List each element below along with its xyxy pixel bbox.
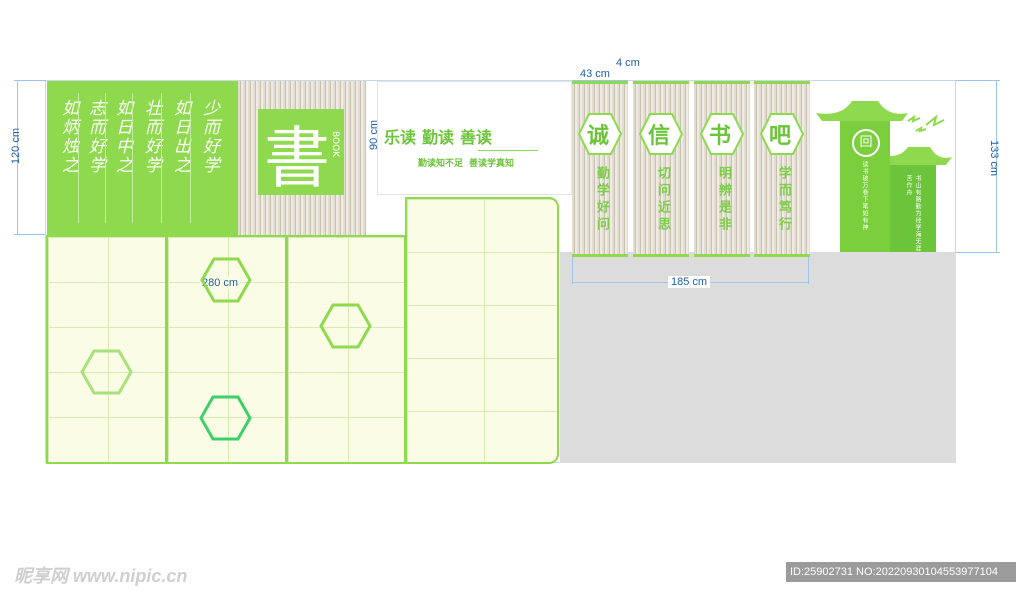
dim-line-right [996, 80, 997, 252]
poem-column: 壮而好学 [141, 99, 161, 175]
dim-height-left: 120 cm [10, 128, 22, 165]
banner: 吧 学而笃行 [754, 81, 810, 257]
banner-char: 吧 [769, 124, 792, 149]
book-sub: BOOK [330, 131, 340, 158]
dim-width-bottom: 280 cm [200, 277, 241, 289]
dim-line-left [17, 80, 18, 234]
poem-panel: 少而好学 如日出之 壮而好学 如日中之 志而好学 如炳烛之 [47, 81, 238, 235]
emblem-icon: 回 [852, 129, 880, 157]
pagoda-illustration [816, 101, 952, 252]
slogan-item: 乐读 [384, 128, 417, 147]
dim-tick [956, 252, 1000, 253]
dim-banners-width: 185 cm [668, 276, 711, 288]
dim-panel-width: 43 cm [580, 68, 610, 80]
hexagon-frame-icon [638, 113, 684, 155]
banner-char: 诚 [587, 124, 610, 149]
grid-panel-2 [166, 235, 287, 464]
dim-tick [572, 252, 573, 284]
banner-sub: 勤学好问 [594, 166, 609, 234]
book-sign: 書 BOOK [258, 109, 344, 197]
hexagon-frame-icon [759, 113, 805, 155]
banner-sub: 切问近思 [655, 166, 670, 234]
poem-column: 少而好学 [199, 99, 219, 175]
dim-gap: 4 cm [616, 57, 640, 69]
dim-line-panel [572, 80, 628, 81]
tower-text: 读书破万卷下笔如有神 [861, 161, 868, 231]
grid-panel-4 [405, 197, 559, 464]
watermark-id: ID:25902731 NO:20220930104553977104 [786, 562, 1016, 582]
slogan-sub-row: 勤读知不足 善读学真知 [418, 156, 514, 169]
banner-char: 信 [648, 124, 671, 149]
watermark-id-text: ID:25902731 NO:20220930104553977104 [790, 566, 998, 578]
banner: 诚 勤学好问 [572, 81, 628, 257]
tower-panel: 回 读书破万卷下笔如有神 书山有路勤为径学海无涯苦作舟 [812, 81, 956, 252]
grid-panel-1 [46, 235, 167, 464]
dim-tick [808, 252, 809, 284]
book-char: 書 [264, 120, 330, 197]
banner-sub: 学而笃行 [776, 166, 791, 234]
book-panel: 書 BOOK [238, 81, 366, 235]
slogan-item: 勤读 [422, 128, 455, 147]
poem-column: 如日出之 [170, 99, 190, 175]
watermark-logo: 昵享网 www.nipic.cn [14, 566, 188, 586]
slogan-panel: 乐读 勤读 善读 勤读知不足 善读学真知 [377, 81, 572, 195]
gray-floor-area [560, 252, 956, 463]
banner: 信 切问近思 [633, 81, 689, 257]
tower-text: 书山有路勤为径学海无涯苦作舟 [905, 175, 921, 252]
slogan-sub: 勤读知不足 [418, 159, 464, 169]
banner: 书 明辨是非 [694, 81, 750, 257]
hexagon-frame-icon [699, 113, 745, 155]
poem-column: 如日中之 [112, 99, 132, 175]
poem-column: 如炳烛之 [58, 99, 78, 175]
banner-char: 书 [709, 124, 732, 149]
dim-tick [14, 234, 46, 235]
dim-tick [956, 80, 1000, 81]
dim-height-right: 133 cm [988, 140, 1000, 177]
poem-column: 志而好学 [85, 99, 105, 175]
banner-sub: 明辨是非 [716, 166, 731, 234]
hexagon-frame-icon [577, 113, 623, 155]
emblem-char: 回 [859, 135, 873, 150]
grid-panel-3 [286, 235, 406, 464]
slogan-item: 善读 [460, 128, 493, 147]
slogan-row: 乐读 勤读 善读 [384, 124, 492, 148]
dim-tick [14, 80, 46, 81]
slogan-sub: 善读学真知 [469, 159, 515, 169]
